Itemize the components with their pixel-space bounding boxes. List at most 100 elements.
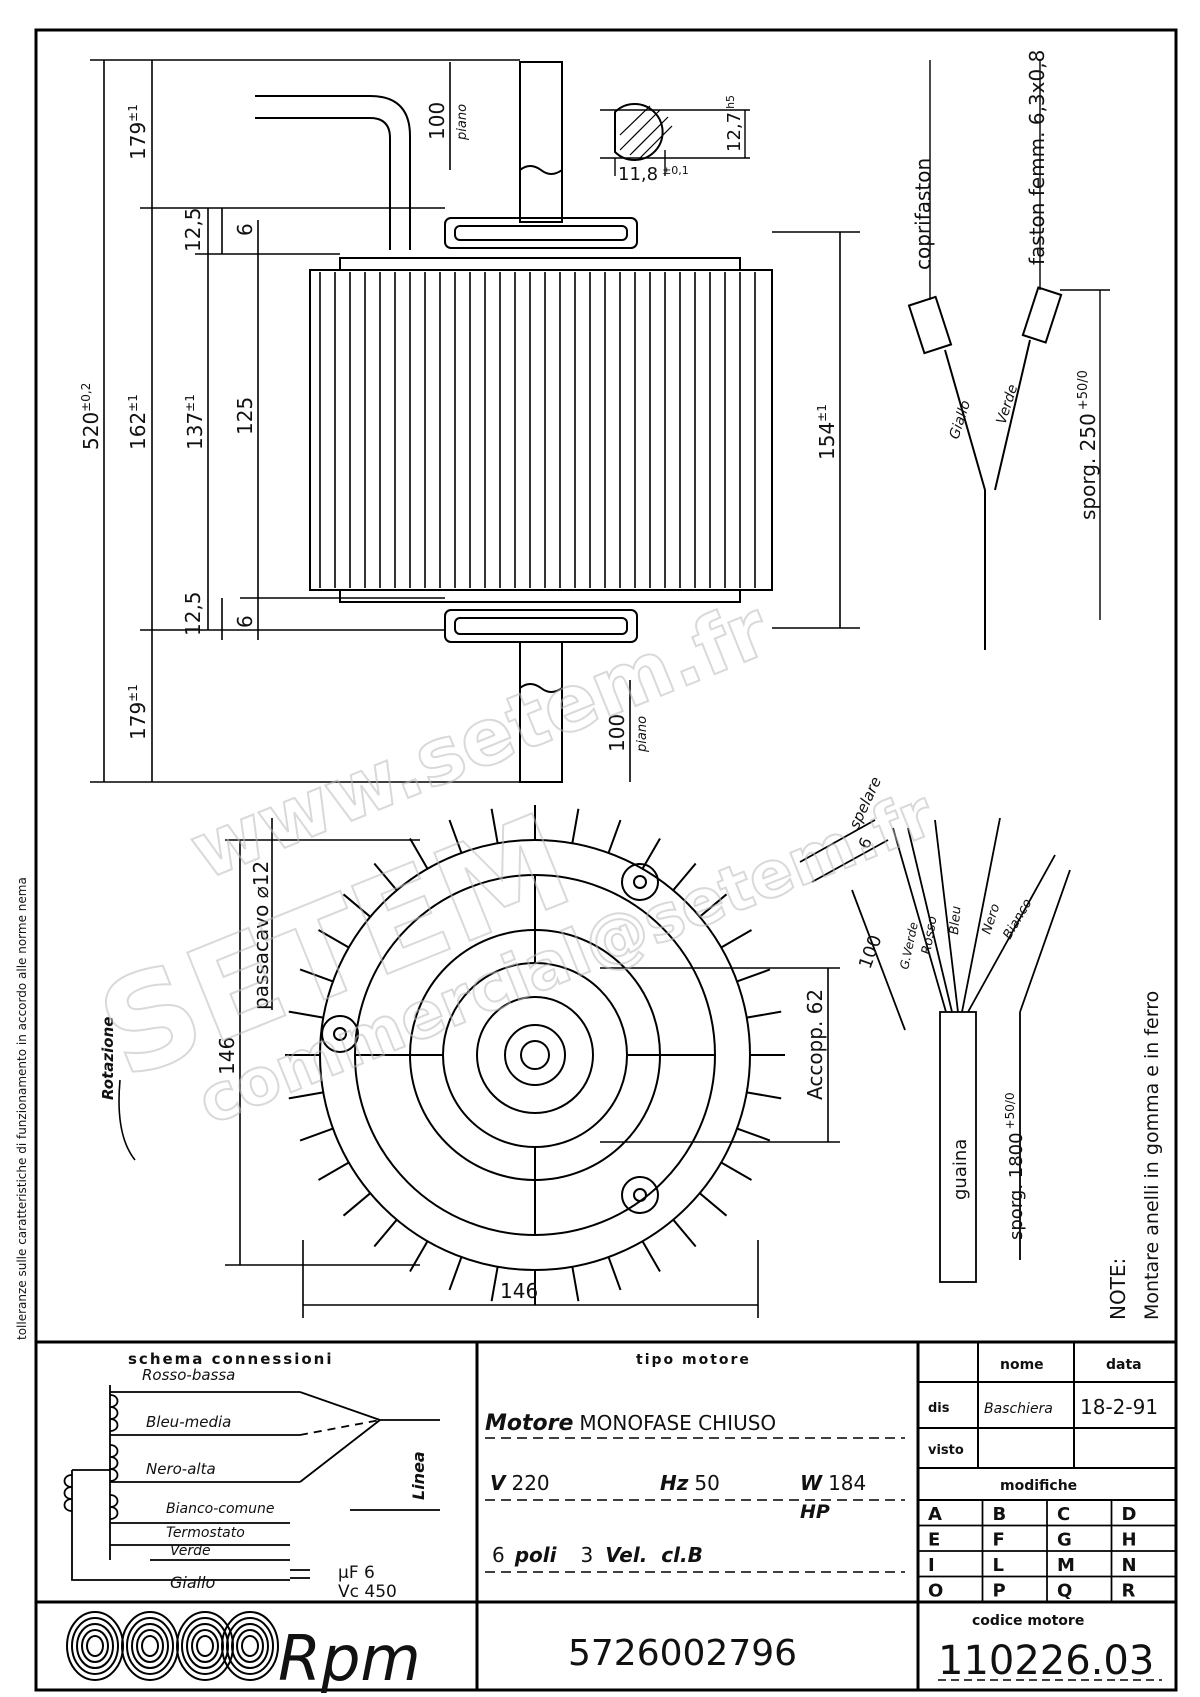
schema-verde: Verde	[170, 1543, 211, 1559]
logo-coil	[81, 1629, 109, 1663]
dim-flat-bottom: 100	[605, 714, 629, 752]
capacitor-uf: µF 6	[338, 1563, 375, 1583]
side-dimension-labels: 520±0,2 179±1 162±1 179±1 137±1 125 12,5…	[79, 102, 839, 753]
radial-fin	[746, 1010, 782, 1019]
connection-schema: schema connessioni Rosso-bassa Bleu-medi…	[63, 1350, 440, 1602]
revision-cell	[1110, 1575, 1177, 1603]
dim-inner: 137±1	[183, 394, 207, 450]
revision-letter: F	[993, 1530, 1005, 1551]
dim-shaft-bottom: 179±1	[126, 684, 150, 740]
logo-coil	[66, 1611, 124, 1681]
lead-wire-1: G.Verde	[897, 921, 921, 971]
part-number: 5726002796	[568, 1633, 797, 1674]
radial-fin	[607, 1256, 622, 1291]
schema-linea: Linea	[409, 1451, 428, 1500]
approvals-col-date: data	[1106, 1357, 1142, 1373]
radial-fin	[699, 893, 728, 918]
motor-code-value: 110226.03	[938, 1638, 1154, 1684]
radial-fin	[672, 1219, 697, 1248]
revision-letter: A	[928, 1504, 942, 1525]
schema-title: schema connessioni	[128, 1350, 334, 1368]
radial-fin	[409, 1240, 429, 1273]
shaft-section-detail: 11,8±0,1 12,7h5	[600, 95, 750, 185]
tolerance-side-note: tolleranze sulle caratteristiche di funz…	[15, 877, 29, 1340]
dim-gap-bottom: 6	[233, 615, 257, 628]
capacitor-vc: Vc 450	[338, 1582, 397, 1602]
note-label: NOTE:	[1106, 1258, 1130, 1320]
dim-body-side: 154±1	[815, 404, 839, 460]
lead-wire-5: Bianco	[1000, 896, 1035, 942]
radial-fin	[672, 862, 697, 891]
revision-letter: P	[993, 1581, 1006, 1602]
radial-fin	[299, 968, 334, 983]
logo-coil	[231, 1623, 269, 1669]
radial-fin	[699, 1192, 728, 1217]
schema-rosso: Rosso-bassa	[142, 1366, 235, 1384]
motor-side-view	[255, 61, 773, 783]
revision-letter: B	[993, 1504, 1007, 1525]
dim-total-length: 520±0,2	[79, 383, 103, 450]
logo-coil	[236, 1629, 264, 1663]
brand-logo: Rpm	[66, 1611, 421, 1695]
power-hp: HP	[800, 1501, 830, 1523]
logo-coil	[176, 1611, 234, 1681]
revision-letter: H	[1122, 1530, 1137, 1551]
radial-fin	[607, 819, 622, 854]
motor-code-label: codice motore	[972, 1613, 1084, 1629]
dim-front-width: 146	[500, 1279, 538, 1303]
revisions-header: modifiche	[1000, 1478, 1077, 1494]
logo-coil	[226, 1617, 274, 1675]
logo-coil	[136, 1629, 164, 1663]
dim-front-height: 146	[215, 1037, 239, 1075]
radial-fin	[373, 1219, 398, 1248]
dim-flange-top: 12,5	[181, 207, 205, 252]
strip-length: 100	[855, 932, 886, 971]
logo-coil	[126, 1617, 174, 1675]
rotation-label: Rotazione	[99, 1017, 117, 1100]
schema-termostato: Termostato	[166, 1525, 245, 1541]
radial-fin	[571, 808, 580, 844]
revision-letter: E	[928, 1530, 940, 1551]
radial-fin	[736, 968, 771, 983]
radial-fin	[288, 1091, 324, 1100]
dim-core: 125	[233, 397, 257, 435]
radial-fin	[342, 1192, 371, 1217]
radial-fin	[373, 862, 398, 891]
revision-letter: I	[928, 1555, 935, 1576]
protrusion-1800: sporg. 1800+50/0	[1003, 1092, 1027, 1240]
radial-fin	[448, 819, 463, 854]
revision-letter: N	[1122, 1555, 1137, 1576]
revision-letter: M	[1057, 1555, 1075, 1576]
logo-coil	[71, 1617, 119, 1675]
approvals-row1-name: Baschiera	[984, 1401, 1053, 1417]
approvals-row2-label: visto	[928, 1443, 964, 1458]
schema-bleu: Bleu-media	[146, 1413, 231, 1431]
logo-coil	[131, 1623, 169, 1669]
dim-flat-top: 100	[425, 102, 449, 140]
shaft-diameter: 12,7h5	[724, 95, 745, 152]
dim-flange-bottom: 12,5	[181, 591, 205, 636]
radial-fin	[409, 837, 429, 870]
revision-letter: R	[1122, 1581, 1136, 1602]
radial-fin	[720, 1161, 753, 1181]
revision-letter: G	[1057, 1530, 1072, 1551]
flat-note-bottom: piano	[635, 716, 650, 753]
radial-fin	[342, 893, 371, 918]
brand-name: Rpm	[278, 1622, 421, 1695]
lead-wire-2: Rosso	[919, 915, 940, 956]
radial-fin	[641, 837, 661, 870]
dim-shaft-top: 179±1	[126, 104, 150, 160]
approvals-row1-date: 18-2-91	[1080, 1395, 1158, 1419]
note-block: NOTE: Montare anelli in gomma e in ferro	[1106, 991, 1163, 1320]
revision-letter: Q	[1057, 1581, 1072, 1602]
logo-coil	[121, 1611, 179, 1681]
shaft-flat-width: 11,8±0,1	[618, 164, 689, 185]
schema-bianco: Bianco-comune	[166, 1501, 275, 1517]
note-text: Montare anelli in gomma e in ferro	[1141, 991, 1163, 1320]
